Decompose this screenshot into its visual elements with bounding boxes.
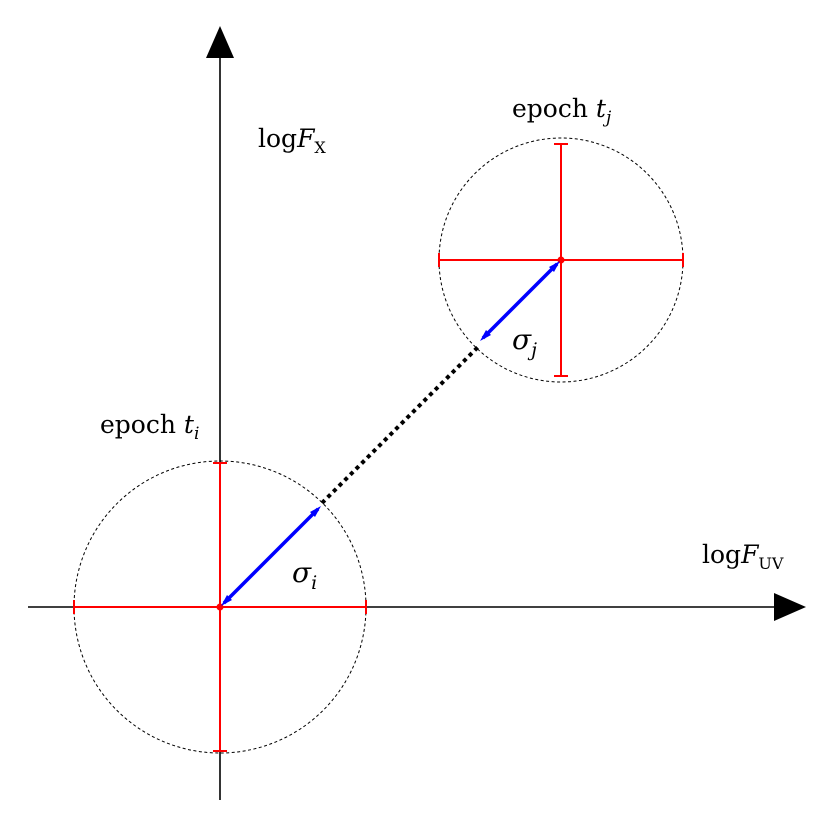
epoch-i-sigma-label: σi: [292, 556, 317, 594]
epoch-j-sigma-arrowhead-start: [549, 261, 560, 272]
y-axis-label: logFX: [258, 124, 326, 157]
epoch-j-sigma-label: σj: [512, 323, 537, 361]
epoch-j-label: epoch tj: [512, 94, 612, 128]
epoch-connector-dotted: [320, 343, 482, 505]
x-axis-label: logFUV: [702, 540, 784, 573]
epoch-j-group: epoch tj σj: [438, 94, 684, 383]
epoch-i-group: epoch ti σi: [73, 410, 367, 754]
epoch-j-sigma-arrowhead-end: [480, 330, 491, 341]
epoch-i-sigma-arrowhead-end: [310, 506, 321, 517]
epoch-i-sigma-arrow: [222, 507, 320, 605]
y-axis-arrowhead: [206, 26, 234, 58]
epoch-j-sigma-arrow: [481, 262, 559, 340]
epoch-i-label: epoch ti: [100, 410, 199, 444]
x-axis-arrowhead: [774, 593, 806, 621]
epoch-i-sigma-arrowhead-start: [221, 595, 232, 606]
